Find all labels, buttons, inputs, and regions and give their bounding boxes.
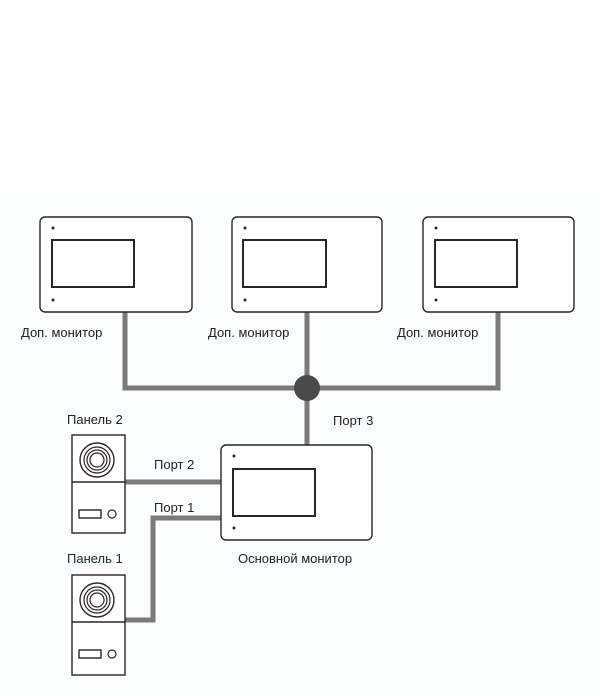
cable-port-1 — [125, 515, 221, 623]
indicator-dot — [51, 226, 55, 230]
indicator-dot — [243, 226, 247, 230]
port-3-label: Порт 3 — [333, 413, 373, 428]
cable-extra-monitor-1 — [122, 312, 307, 391]
panel-2-label: Панель 2 — [67, 412, 123, 427]
door-panel-2 — [71, 434, 126, 534]
camera-icon — [79, 442, 115, 478]
call-button-icon — [107, 509, 117, 519]
monitor-screen — [434, 239, 518, 288]
main-monitor-label: Основной монитор — [238, 551, 352, 566]
cable-extra-monitor-3 — [307, 312, 501, 391]
extra-monitor-1 — [39, 216, 193, 313]
extra-monitor-2-label: Доп. монитор — [208, 325, 289, 340]
camera-icon — [79, 582, 115, 618]
indicator-dot — [232, 454, 236, 458]
junction-node — [294, 375, 320, 401]
indicator-dot — [243, 298, 247, 302]
extra-monitor-2 — [231, 216, 383, 313]
port-1-label: Порт 1 — [154, 500, 194, 515]
indicator-dot — [232, 526, 236, 530]
main-monitor — [220, 444, 373, 541]
door-panel-1 — [71, 574, 126, 676]
nameplate — [78, 649, 102, 659]
indicator-dot — [434, 298, 438, 302]
extra-monitor-1-label: Доп. монитор — [21, 325, 102, 340]
nameplate — [78, 509, 102, 519]
port-2-label: Порт 2 — [154, 457, 194, 472]
panel-1-label: Панель 1 — [67, 551, 123, 566]
extra-monitor-3-label: Доп. монитор — [397, 325, 478, 340]
monitor-screen — [232, 468, 316, 517]
monitor-screen — [51, 239, 135, 288]
cables — [122, 312, 501, 623]
indicator-dot — [434, 226, 438, 230]
extra-monitor-3 — [422, 216, 575, 313]
monitor-screen — [242, 239, 327, 288]
indicator-dot — [51, 298, 55, 302]
call-button-icon — [107, 649, 117, 659]
